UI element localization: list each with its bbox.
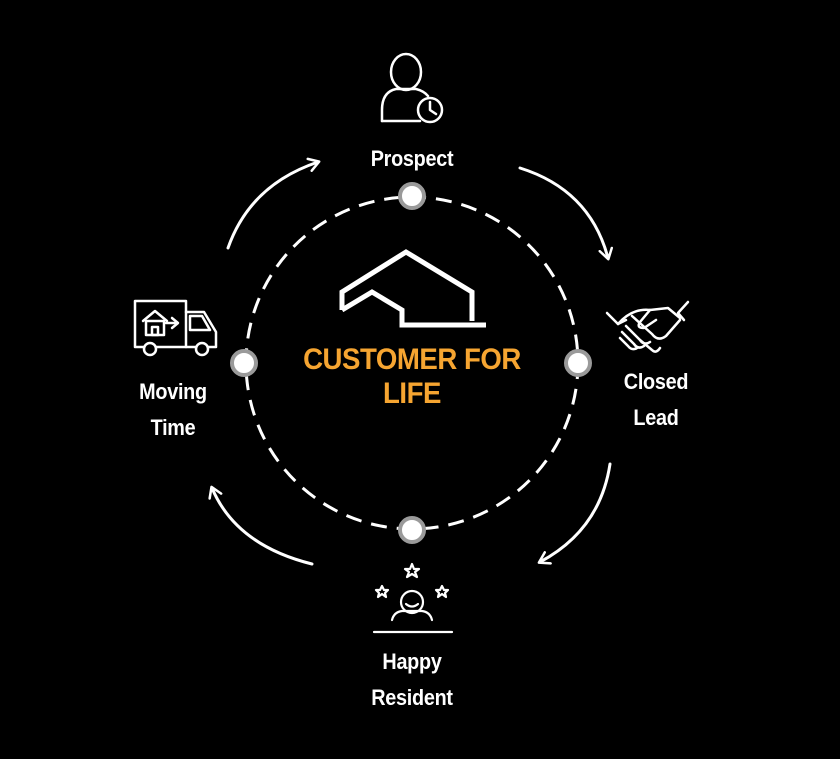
flow-arrow-happy-resident-to-moving-time	[208, 485, 314, 566]
stage-label-closed-lead: Closed Lead	[602, 364, 710, 436]
handshake-icon	[605, 300, 690, 353]
stage-label-line: Happy	[382, 649, 442, 674]
person-clock-icon	[380, 52, 444, 124]
stage-node-prospect	[398, 182, 426, 210]
stage-node-happy-resident	[398, 516, 426, 544]
stage-node-closed-lead	[564, 349, 592, 377]
stage-label-line: Moving	[139, 379, 207, 404]
stage-label-prospect: Prospect	[356, 141, 468, 177]
flow-arrow-prospect-to-closed-lead	[518, 166, 614, 261]
moving-truck-icon	[133, 299, 218, 357]
stage-label-line: Time	[150, 415, 196, 440]
stage-label-line: Closed	[623, 369, 689, 394]
stage-label-moving-time: Moving Time	[119, 374, 227, 446]
stage-label-line: Resident	[371, 685, 453, 710]
center-title: CUSTOMER FOR LIFE	[303, 343, 521, 410]
stage-label-line: Lead	[633, 405, 679, 430]
stage-label-line: Prospect	[370, 146, 454, 171]
happy-person-stars-icon	[372, 562, 454, 634]
stage-label-happy-resident: Happy Resident	[349, 644, 475, 716]
flow-arrow-closed-lead-to-happy-resident	[537, 462, 612, 565]
house-outline-icon	[339, 249, 486, 328]
flow-arrow-moving-time-to-prospect	[226, 157, 321, 250]
stage-node-moving-time	[230, 349, 258, 377]
